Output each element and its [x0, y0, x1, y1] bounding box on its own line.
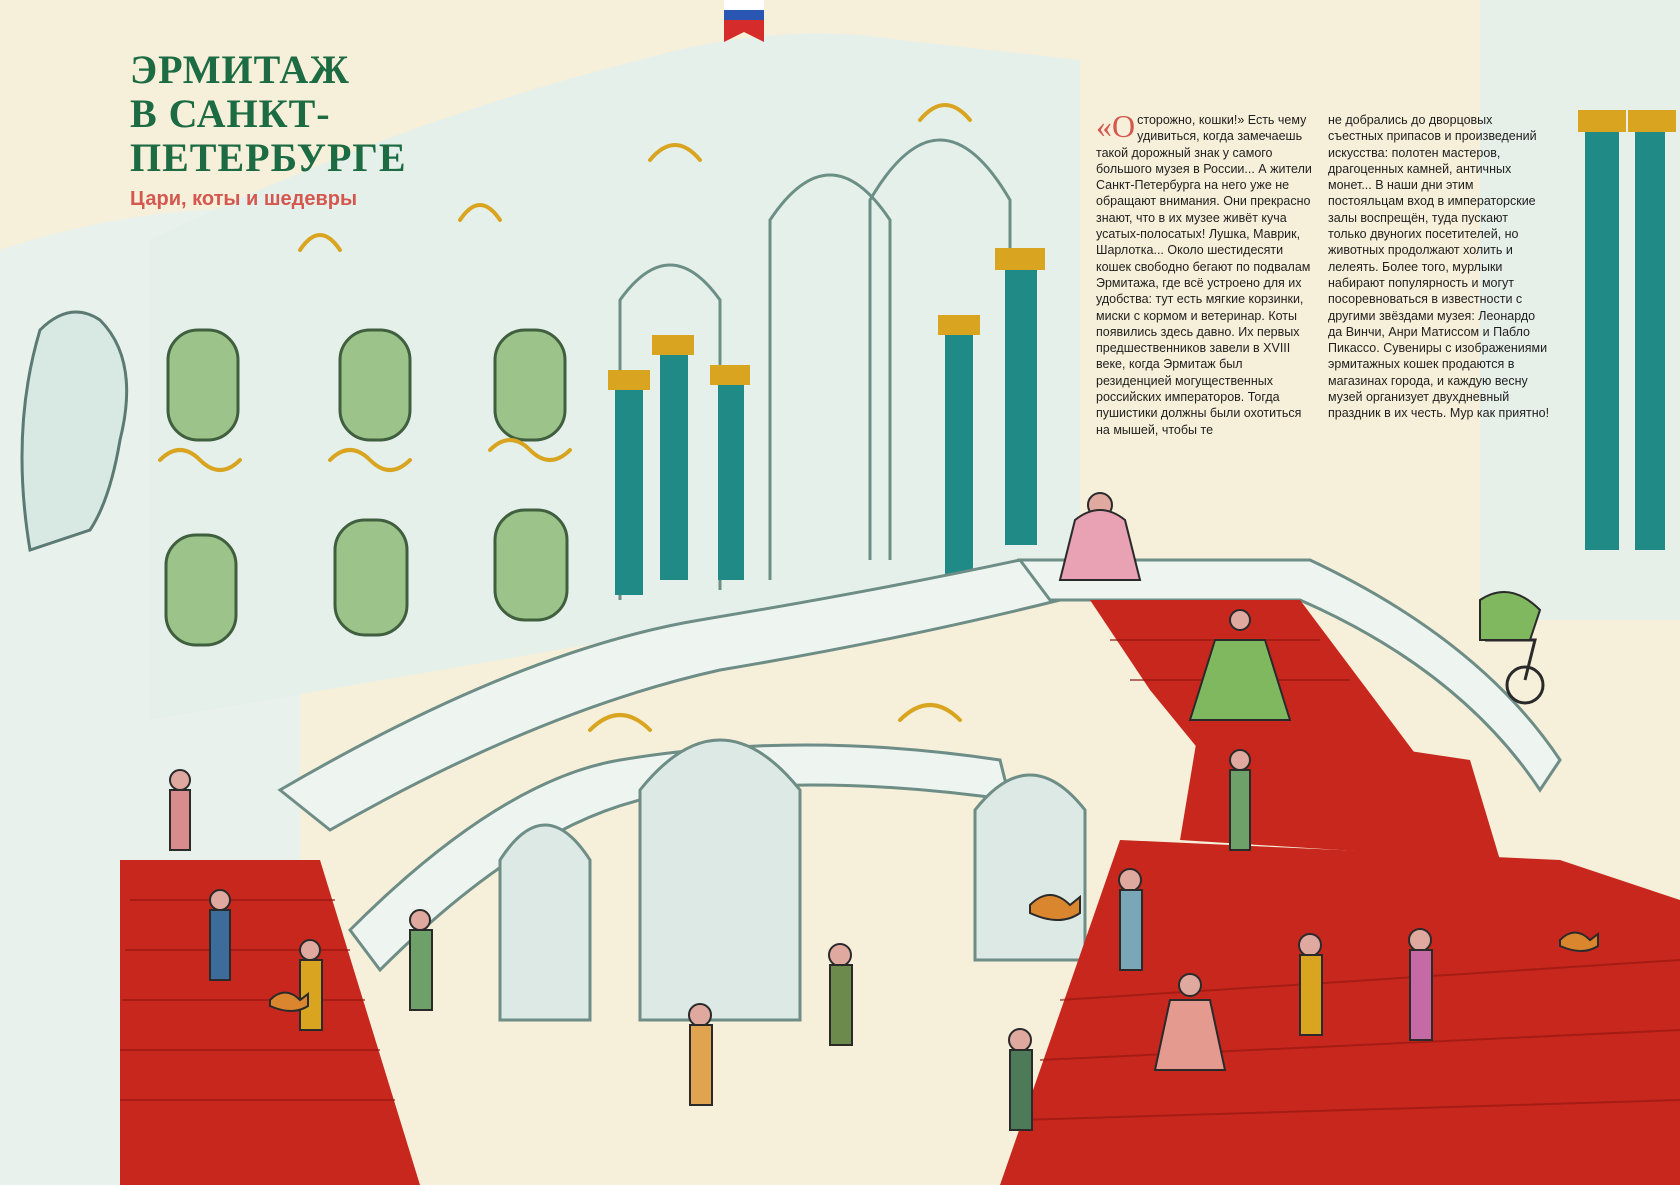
- cat-icon: [269, 894, 1599, 1012]
- article-column-1: «О сторожно, кошки!» Есть чему удивиться…: [1096, 108, 1318, 438]
- article-text-1: сторожно, кошки!» Есть чему удивиться, к…: [1096, 113, 1312, 437]
- dropcap: «О: [1096, 108, 1136, 144]
- article-column-2: не добрались до дворцовых съестных припа…: [1328, 112, 1550, 422]
- teal-columns: [615, 130, 1665, 595]
- window-group: [164, 328, 569, 647]
- title-line-1: ЭРМИТАЖ: [130, 47, 350, 92]
- russian-flag-icon: [724, 0, 764, 42]
- page-title: ЭРМИТАЖ В САНКТ-ПЕТЕРБУРГЕ: [130, 48, 590, 180]
- title-line-2: В САНКТ-ПЕТЕРБУРГЕ: [130, 91, 407, 180]
- subtitle: Цари, коты и шедевры: [130, 188, 358, 210]
- article-text-2: не добрались до дворцовых съестных припа…: [1328, 113, 1550, 421]
- title-block: ЭРМИТАЖ В САНКТ-ПЕТЕРБУРГЕ Цари, коты и …: [130, 48, 590, 211]
- visitors: [169, 492, 1433, 1131]
